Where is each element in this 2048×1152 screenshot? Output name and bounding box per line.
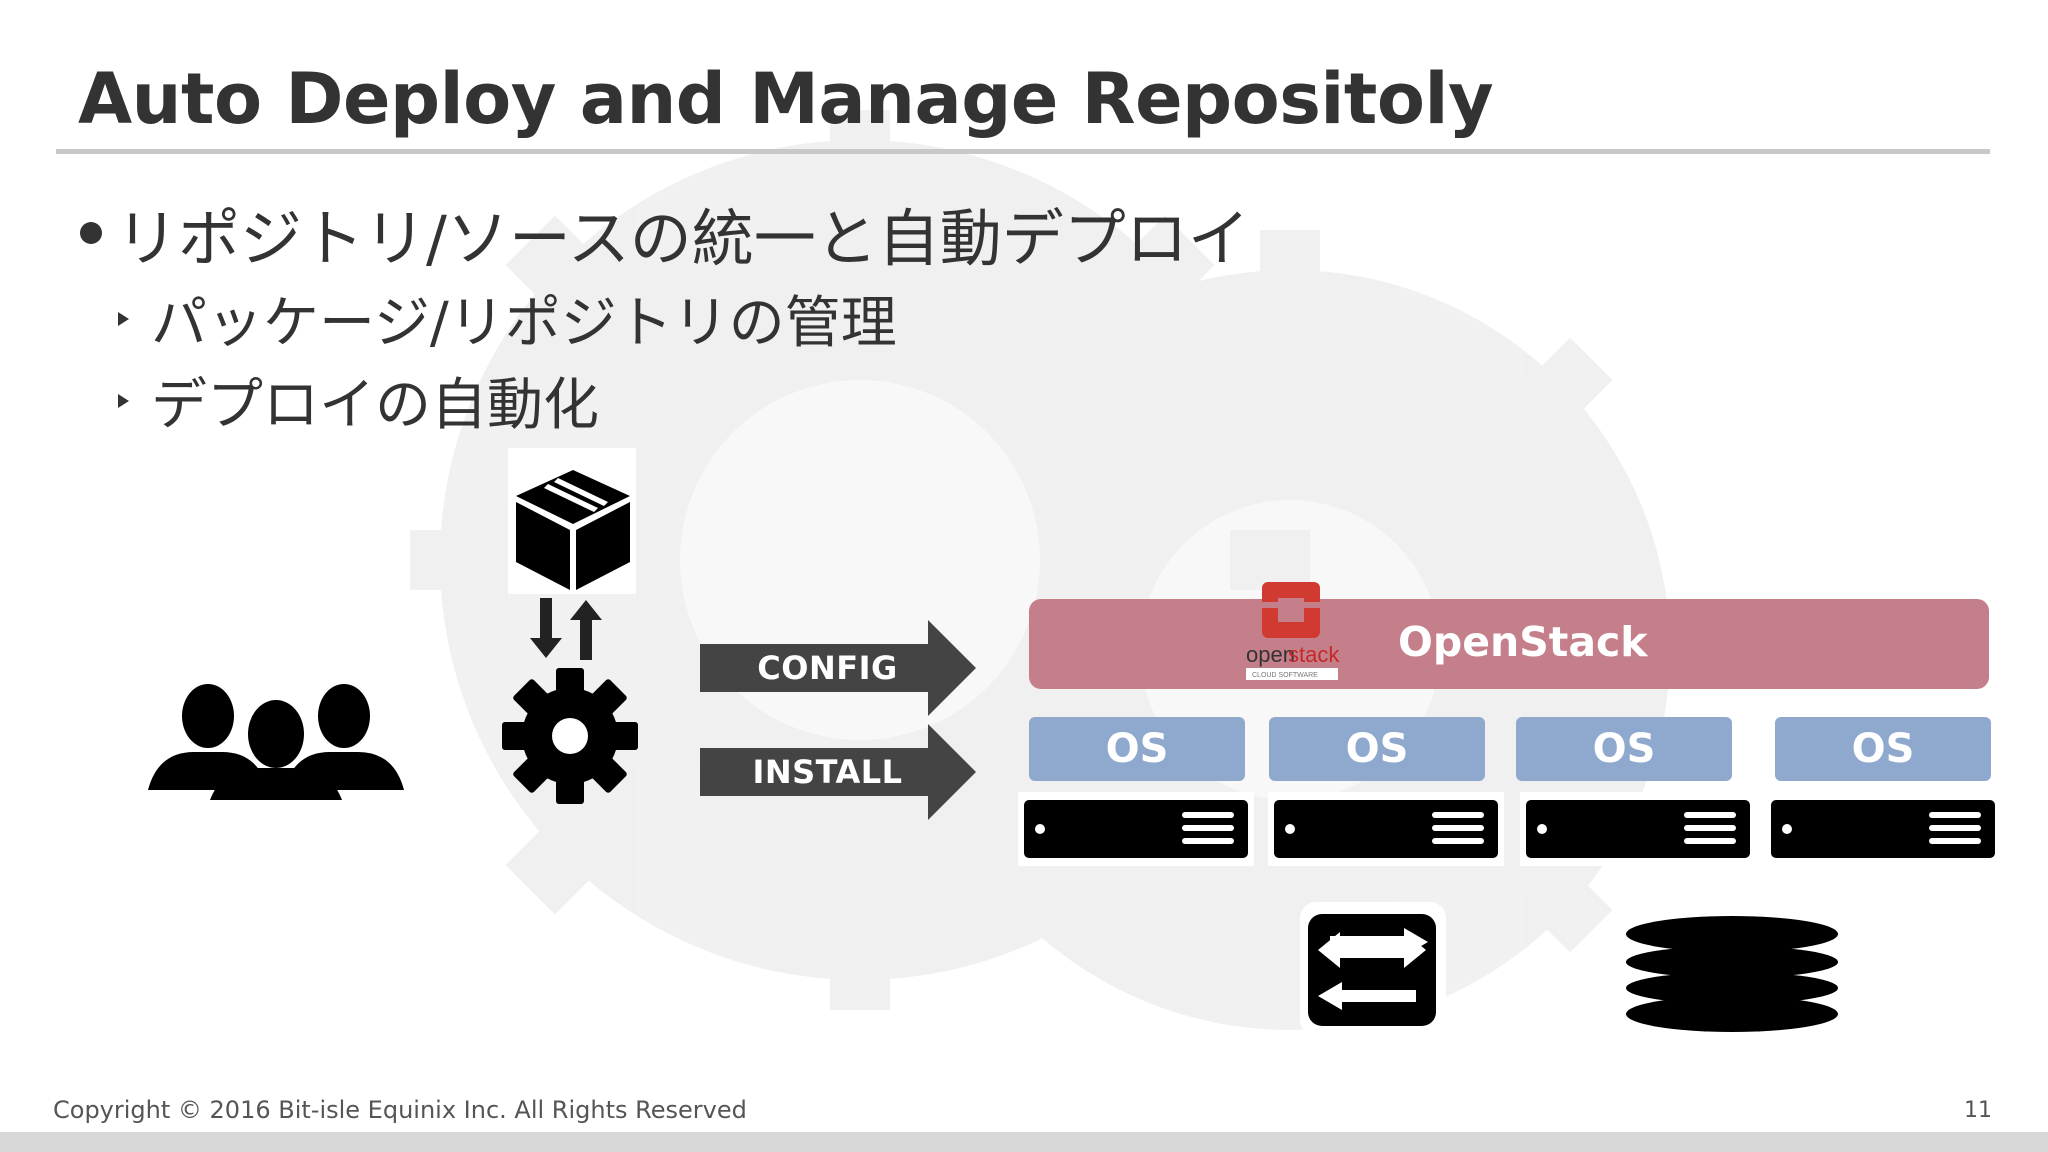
network-switch-icon (1300, 902, 1446, 1036)
sub-bullet-text: パッケージ/リポジトリの管理 (151, 291, 897, 356)
openstack-layer (1029, 599, 1989, 689)
sub-bullet: デプロイの自動化 (118, 360, 599, 441)
page-number: 11 (1964, 1098, 1992, 1123)
bullet-dot-icon (80, 222, 102, 244)
os-box: OS (1516, 717, 1732, 781)
openstack-logo-word-open: open (1246, 642, 1295, 667)
slide-title: Auto Deploy and Manage Repositoly (78, 58, 1494, 140)
bullet-triangle-icon (118, 393, 129, 408)
storage-icon (1620, 910, 1844, 1040)
openstack-logo-icon: open stack CLOUD SOFTWARE (1246, 582, 1340, 680)
sub-bullet: パッケージ/リポジトリの管理 (118, 278, 897, 359)
os-box: OS (1775, 717, 1991, 781)
package-icon (516, 470, 630, 590)
transfer-arrows-icon (530, 598, 602, 660)
openstack-logo-word-stack: stack (1288, 642, 1340, 667)
bottom-bar (0, 1132, 2048, 1152)
config-label: CONFIG (757, 649, 898, 687)
install-arrow: INSTALL (700, 724, 976, 820)
main-bullet: リポジトリ/ソースの統一と自動デプロイ (80, 188, 1250, 278)
gear-icon (502, 668, 638, 804)
copyright-notice: Copyright © 2016 Bit-isle Equinix Inc. A… (53, 1096, 747, 1124)
server-icon (1018, 792, 1254, 866)
bullet-triangle-icon (118, 311, 129, 326)
main-bullet-text: リポジトリ/ソースの統一と自動デプロイ (116, 202, 1250, 275)
install-label: INSTALL (752, 753, 903, 791)
openstack-label: OpenStack (1398, 618, 1648, 666)
title-divider (56, 149, 1990, 154)
os-box: OS (1029, 717, 1245, 781)
server-icon (1765, 792, 2001, 866)
server-icon (1520, 792, 1756, 866)
sub-bullet-text: デプロイの自動化 (151, 373, 599, 438)
os-box: OS (1269, 717, 1485, 781)
config-arrow: CONFIG (700, 620, 976, 716)
server-icon (1268, 792, 1504, 866)
openstack-logo-tagline: CLOUD SOFTWARE (1252, 672, 1318, 679)
users-icon (148, 684, 404, 800)
